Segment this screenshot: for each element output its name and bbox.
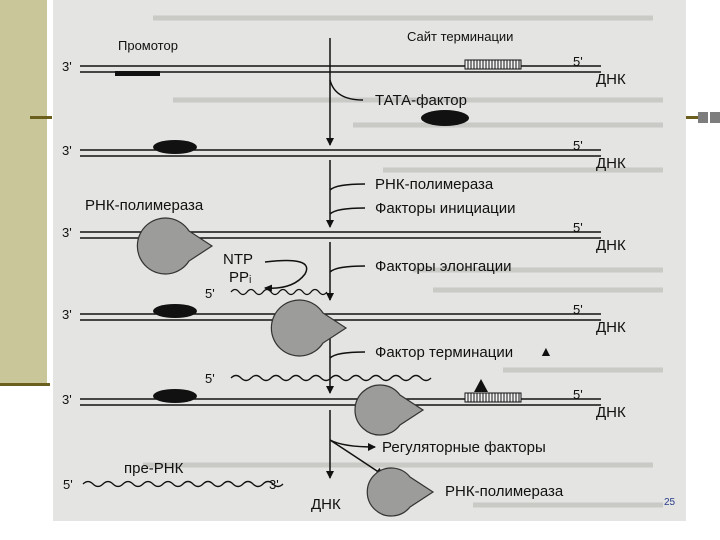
rna-polymerase-left-label: РНК-полимераза xyxy=(85,197,204,214)
termination-site-box-bottom xyxy=(464,392,522,403)
regulatory-factors-label: Регуляторные факторы xyxy=(382,439,546,456)
termination-factor-label: Фактор терминации xyxy=(375,344,514,361)
page-number: 25 xyxy=(664,497,676,508)
header-rule-right xyxy=(686,116,698,119)
rna-polymerase-bottom-label: РНК-полимераза xyxy=(445,483,564,500)
three-prime-label: 3' xyxy=(269,477,279,492)
pre-rna-label: пре-РНК xyxy=(124,460,184,477)
transcription-figure: Промотор Сайт терминации 3' 5' ДНК ТАТА-… xyxy=(53,0,686,521)
five-prime-label: 5' xyxy=(573,302,583,317)
five-prime-label: 5' xyxy=(573,387,583,402)
bound-tata-factor xyxy=(153,304,197,318)
flow-arrows xyxy=(326,38,384,479)
diagram-graphics xyxy=(80,15,663,517)
dna-bottom-label: ДНК xyxy=(311,496,341,513)
elongation-factors-label: Факторы элонгации xyxy=(375,258,512,275)
three-prime-label: 3' xyxy=(62,225,72,240)
three-prime-label: 3' xyxy=(62,143,72,158)
five-prime-label: 5' xyxy=(205,286,215,301)
promoter-label: Промотор xyxy=(118,38,178,53)
termination-marker: ▲ xyxy=(539,343,553,359)
accent-square-2 xyxy=(710,112,720,123)
ppi-label: PPᵢ xyxy=(229,269,252,286)
three-prime-label: 3' xyxy=(62,307,72,322)
ntp-arrow xyxy=(264,259,308,293)
background-text-lines xyxy=(143,15,663,508)
rna-polymerase-label: РНК-полимераза xyxy=(375,176,494,193)
three-prime-label: 3' xyxy=(62,392,72,407)
tata-factor-shape xyxy=(421,110,469,126)
rna-transcript-wave xyxy=(230,288,328,296)
pre-rna-wave xyxy=(82,480,284,488)
five-prime-label: 5' xyxy=(573,220,583,235)
bound-tata-factor xyxy=(153,389,197,403)
termination-site-box xyxy=(464,59,522,70)
rna-polymerase-shapes xyxy=(136,217,435,517)
three-prime-label: 3' xyxy=(62,59,72,74)
termination-marker-shape xyxy=(474,379,488,392)
ntp-label: NTP xyxy=(223,251,253,268)
header-rule-left xyxy=(30,116,52,119)
dna-label: ДНК xyxy=(596,71,626,88)
promoter-box xyxy=(115,71,160,76)
tata-factor-label: ТАТА-фактор xyxy=(375,92,467,109)
five-prime-label: 5' xyxy=(573,138,583,153)
bound-tata-factor xyxy=(153,140,197,154)
accent-square-1 xyxy=(698,112,708,123)
five-prime-label: 5' xyxy=(573,54,583,69)
dna-label: ДНК xyxy=(596,319,626,336)
dna-label: ДНК xyxy=(596,237,626,254)
sidebar-bottom-rule xyxy=(0,383,50,386)
dna-label: ДНК xyxy=(596,155,626,172)
dna-label: ДНК xyxy=(596,404,626,421)
sidebar-panel xyxy=(0,0,47,385)
five-prime-label: 5' xyxy=(205,371,215,386)
rna-transcript-wave xyxy=(230,374,432,382)
initiation-factors-label: Факторы инициации xyxy=(375,200,516,217)
termination-site-label: Сайт терминации xyxy=(407,29,514,44)
five-prime-label: 5' xyxy=(63,477,73,492)
